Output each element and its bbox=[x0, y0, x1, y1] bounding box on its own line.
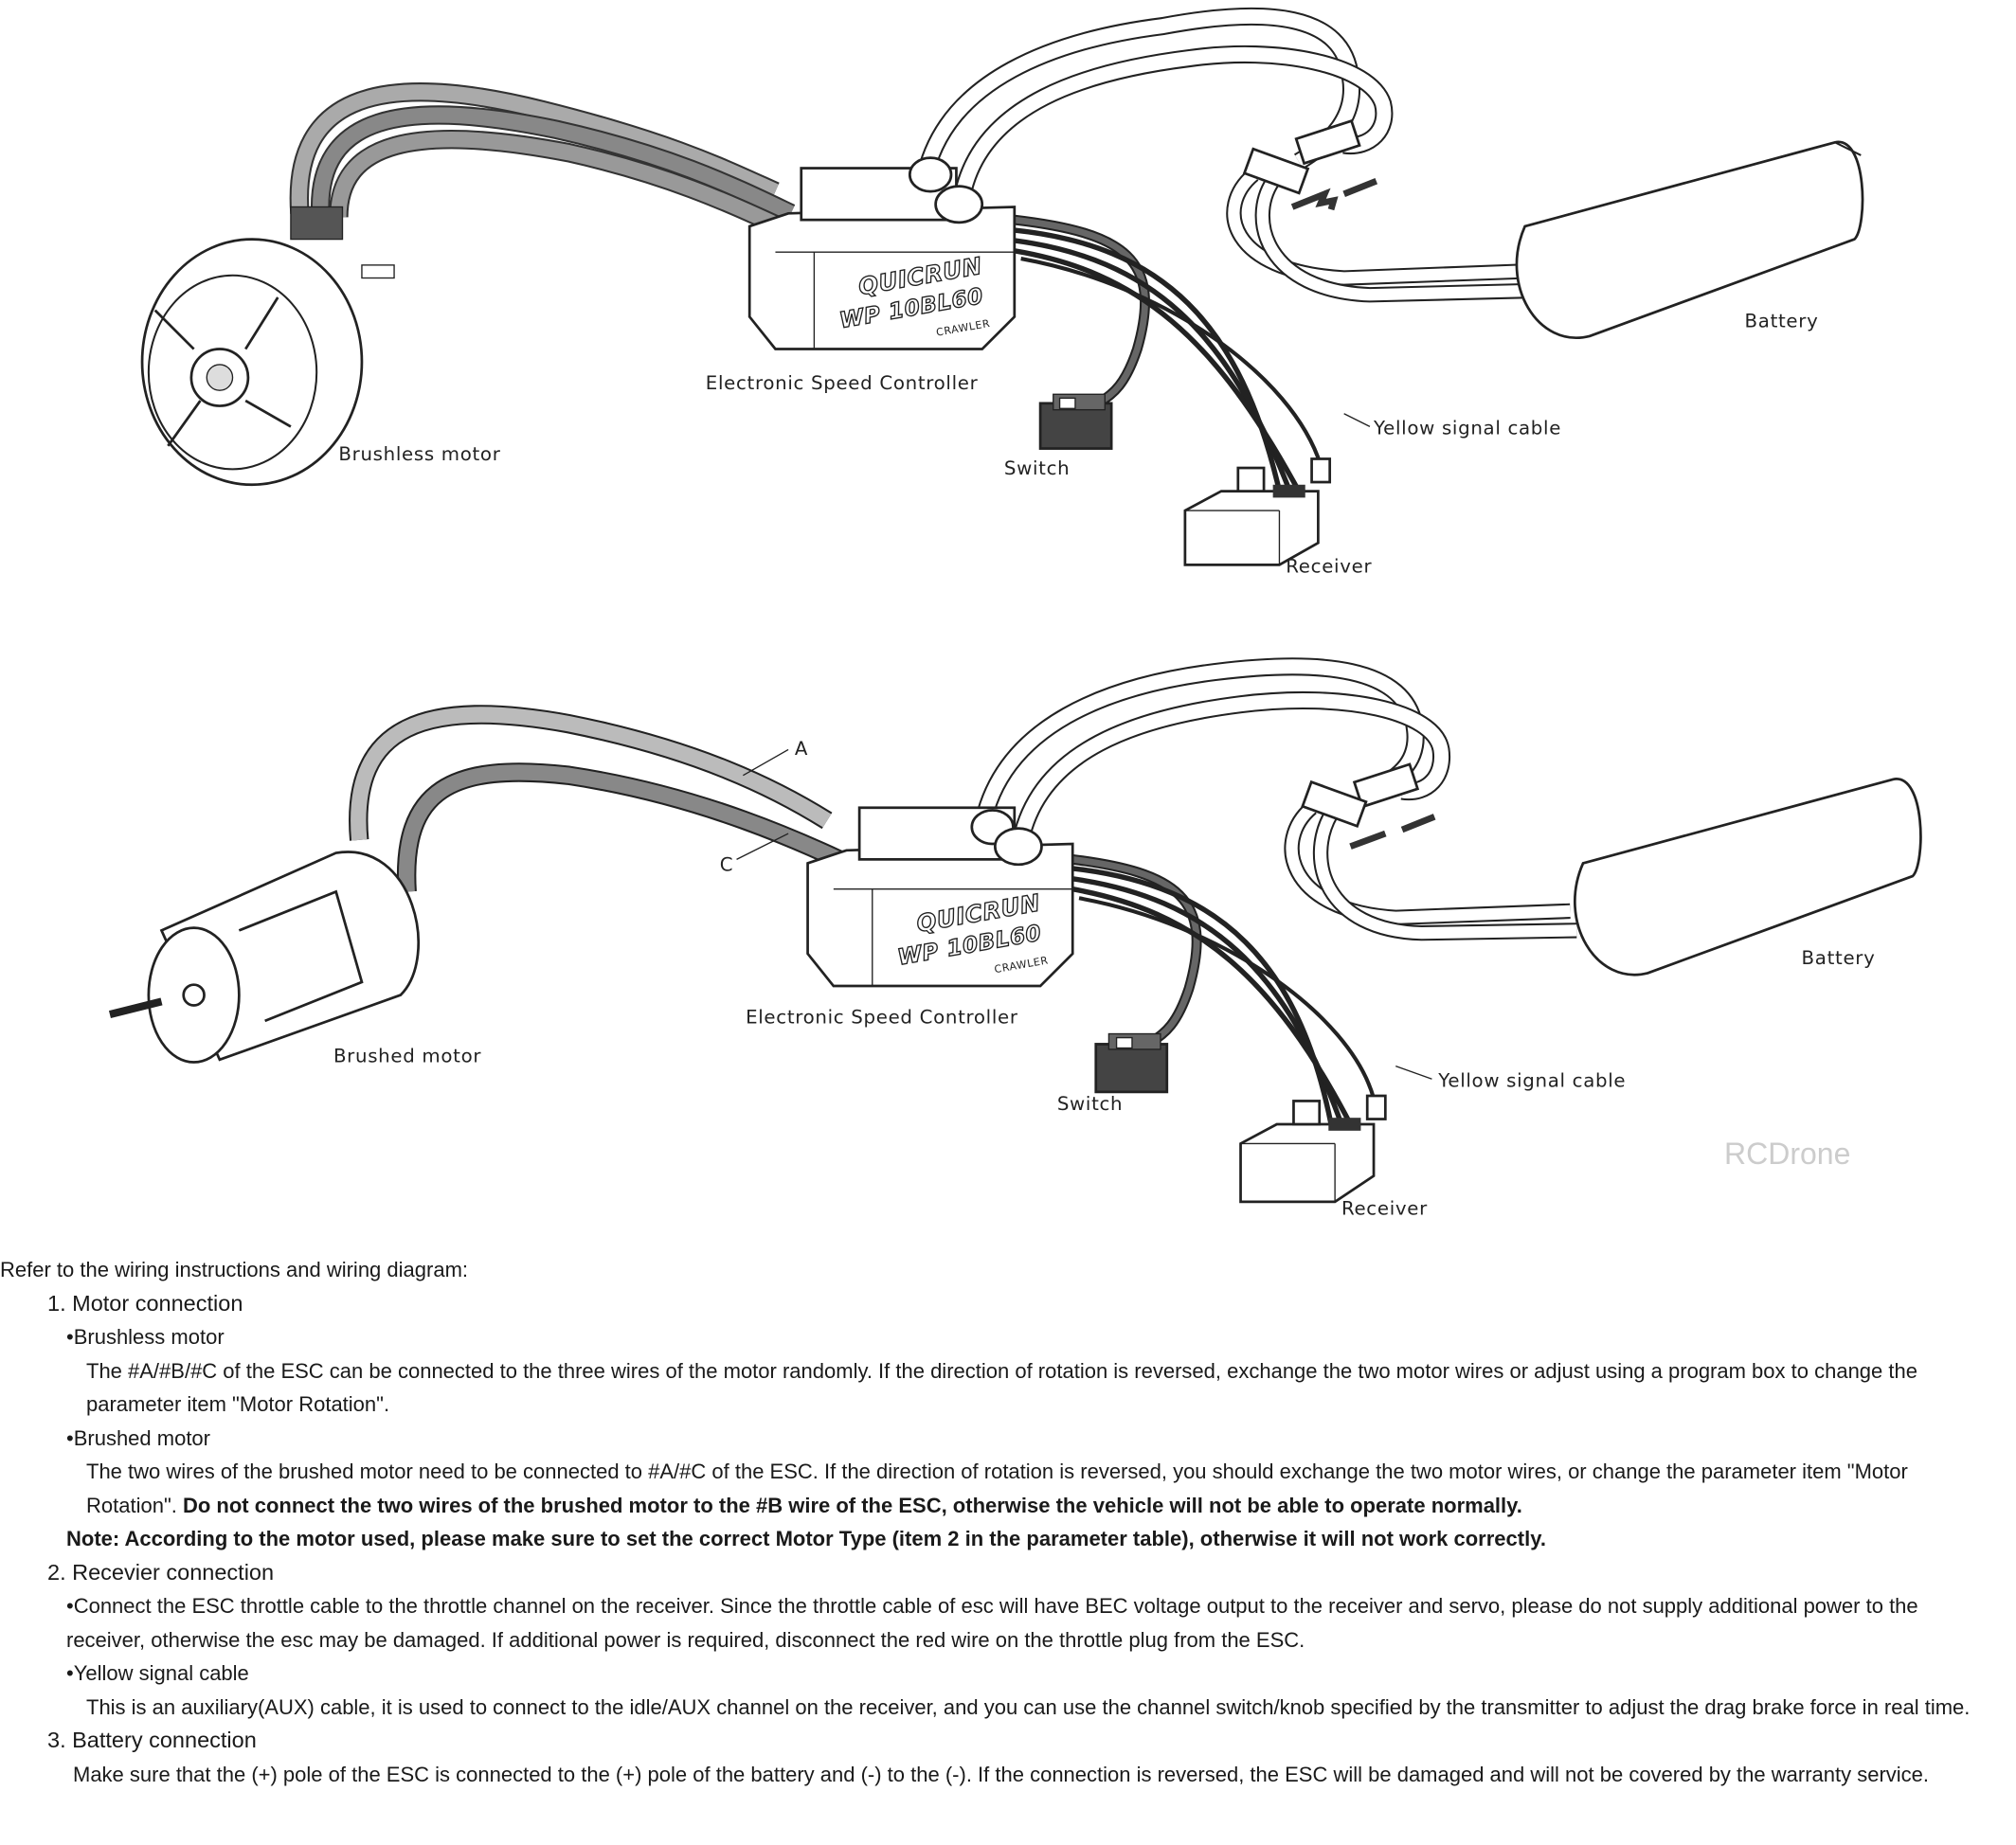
battery bbox=[1515, 140, 1864, 339]
esc-connector bbox=[1294, 118, 1361, 166]
connect-arrow-icon bbox=[1290, 178, 1378, 211]
battery-bottom bbox=[1574, 778, 1922, 976]
brushed-text-warning: Do not connect the two wires of the brus… bbox=[182, 1493, 1522, 1517]
watermark: RCDrone bbox=[1724, 1137, 1851, 1171]
section-battery-connection: 3. Battery connection bbox=[47, 1728, 257, 1752]
brushless-text: The #A/#B/#C of the ESC can be connected… bbox=[86, 1358, 1917, 1417]
label-signal-top: Yellow signal cable bbox=[1373, 418, 1561, 439]
label-battery-bottom: Battery bbox=[1802, 947, 1876, 969]
label-wire-c: C bbox=[720, 854, 733, 876]
brushed-motor bbox=[108, 851, 420, 1064]
label-receiver-top: Receiver bbox=[1286, 556, 1372, 578]
label-wire-a: A bbox=[795, 738, 808, 760]
section-motor-connection: 1. Motor connection bbox=[47, 1290, 243, 1316]
section-receiver-connection: 2. Recevier connection bbox=[47, 1559, 275, 1585]
label-switch-bottom: Switch bbox=[1057, 1093, 1123, 1115]
brushed-text-normal: The two wires of the brushed motor need … bbox=[86, 1460, 1908, 1517]
wiring-diagram: QUICRUN WP 10BL60 CRAWLER Brushless moto… bbox=[108, 7, 1922, 1219]
intro-text: Refer to the wiring instructions and wir… bbox=[0, 1258, 469, 1281]
label-switch-top: Switch bbox=[1004, 457, 1070, 479]
label-esc-bottom: Electronic Speed Controller bbox=[746, 1007, 1018, 1029]
motor-wire-c-brushed bbox=[398, 764, 883, 892]
battery-text: Make sure that the (+) pole of the ESC i… bbox=[73, 1762, 1930, 1786]
label-brushless-motor: Brushless motor bbox=[338, 443, 500, 465]
brushed-text: The two wires of the brushed motor need … bbox=[0, 1455, 2000, 1522]
receiver bbox=[1183, 466, 1320, 566]
instructions: Refer to the wiring instructions and wir… bbox=[0, 1253, 2016, 1791]
yellow-signal-text: This is an auxiliary(AUX) cable, it is u… bbox=[86, 1694, 1971, 1719]
switch-bottom bbox=[1094, 1032, 1169, 1094]
battery-wire-negative bbox=[955, 46, 1392, 196]
battery-connector bbox=[1242, 147, 1310, 195]
label-signal-bottom: Yellow signal cable bbox=[1437, 1069, 1626, 1091]
switch bbox=[1038, 393, 1113, 450]
top-diagram: QUICRUN WP 10BL60 CRAWLER Brushless moto… bbox=[140, 7, 1864, 578]
label-brushed-motor: Brushed motor bbox=[333, 1046, 481, 1067]
bottom-diagram: QUICRUN WP 10BL60 CRAWLER A C Brushed mo… bbox=[108, 657, 1922, 1219]
motor-wire-a-brushed bbox=[351, 707, 832, 841]
esc: QUICRUN WP 10BL60 CRAWLER bbox=[747, 156, 1017, 350]
brushless-motor bbox=[140, 206, 395, 487]
label-battery-top: Battery bbox=[1745, 310, 1819, 331]
label-receiver-bottom: Receiver bbox=[1341, 1197, 1428, 1219]
bullet-brushless: Brushless motor bbox=[0, 1320, 2016, 1354]
esc-bottom: QUICRUN WP 10BL60 CRAWLER bbox=[806, 806, 1074, 988]
battery-wire-positive bbox=[916, 9, 1359, 183]
bullet-yellow-signal: Yellow signal cable bbox=[0, 1657, 2016, 1691]
motor-type-note: Note: According to the motor used, pleas… bbox=[66, 1527, 1546, 1550]
receiver-bottom bbox=[1239, 1100, 1376, 1204]
receiver-throttle-text: Connect the ESC throttle cable to the th… bbox=[0, 1589, 1999, 1657]
label-esc-top: Electronic Speed Controller bbox=[706, 372, 979, 394]
bullet-brushed: Brushed motor bbox=[0, 1422, 2016, 1456]
